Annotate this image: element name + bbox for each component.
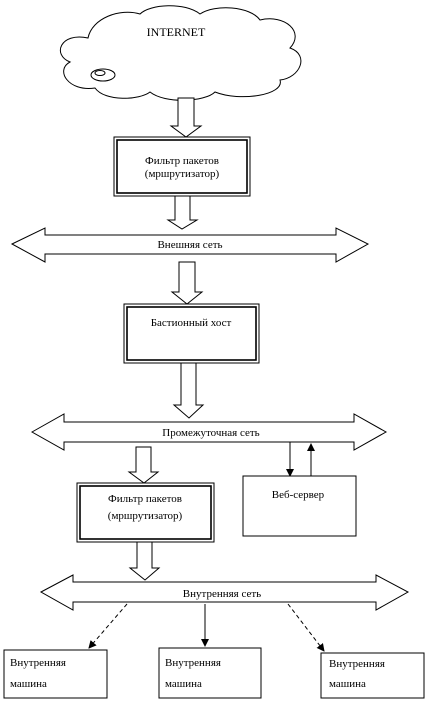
bastion-host-inner	[126, 306, 257, 361]
packet-filter-top-inner	[116, 139, 248, 194]
packet-filter-bottom-line1: Фильтр пакетов	[108, 493, 182, 505]
packet-filter-top: Фильтр пакетов (мршрутизатор)	[113, 136, 251, 197]
internal-machine-1-line2: машина	[10, 678, 47, 690]
internet-label: INTERNET	[147, 25, 206, 39]
packet-filter-bottom-outer	[76, 482, 215, 543]
arrow-internet-to-filter	[169, 97, 203, 138]
internal-machine-3-line2: машина	[329, 678, 366, 690]
external-network-arrow	[10, 227, 370, 263]
web-server-box	[242, 475, 357, 537]
arrow-internal-to-machine-1	[88, 603, 128, 649]
internal-machine-3-box	[320, 652, 425, 699]
bastion-host-outer	[123, 303, 260, 364]
internal-machine-2: Внутренняя машина	[158, 647, 262, 699]
web-server-label: Веб-сервер	[272, 489, 325, 501]
internal-machine-3-line1: Внутренняя	[329, 658, 385, 670]
internal-machine-1: Внутренняя машина	[3, 649, 108, 699]
internal-network: Внутренняя сеть	[39, 574, 410, 611]
arrow-external-to-bastion	[170, 261, 204, 305]
internal-network-label: Внутренняя сеть	[183, 588, 261, 600]
external-network-label: Внешняя сеть	[157, 239, 222, 251]
internal-machine-2-box	[158, 647, 262, 699]
packet-filter-bottom-line2: (мршрутизатор)	[108, 510, 183, 522]
internal-machine-3: Внутренняя машина	[320, 652, 425, 699]
bastion-host: Бастионный хост	[123, 303, 260, 364]
cloud-inner-ellipse-small	[94, 70, 106, 76]
internal-network-arrow	[39, 574, 410, 611]
internal-machine-2-line2: машина	[165, 678, 202, 690]
packet-filter-top-outer	[113, 136, 251, 197]
web-server: Веб-сервер	[242, 475, 357, 537]
intermediate-network-label: Промежуточная сеть	[162, 427, 259, 439]
internal-machine-2-line1: Внутренняя	[165, 657, 221, 669]
intermediate-network-arrow	[30, 413, 388, 451]
packet-filter-bottom-inner	[79, 485, 212, 540]
arrow-filter-to-external	[166, 195, 199, 230]
packet-filter-top-line1: Фильтр пакетов	[145, 155, 219, 167]
external-network: Внешняя сеть	[10, 227, 370, 263]
intermediate-network: Промежуточная сеть	[30, 413, 388, 451]
packet-filter-bottom: Фильтр пакетов (мршрутизатор)	[76, 482, 215, 543]
arrow-filter-to-internal	[128, 541, 161, 581]
cloud-shape	[59, 5, 302, 101]
packet-filter-top-line2: (мршрутизатор)	[145, 168, 220, 180]
arrow-internal-to-machine-3	[287, 603, 325, 652]
internal-machine-1-line1: Внутренняя	[10, 657, 66, 669]
internet-cloud: INTERNET	[59, 5, 302, 101]
internal-machine-1-box	[3, 649, 108, 699]
bastion-host-label: Бастионный хост	[151, 317, 232, 329]
arrow-intermediate-to-filter	[127, 446, 160, 484]
arrow-bastion-to-intermediate	[172, 362, 205, 419]
